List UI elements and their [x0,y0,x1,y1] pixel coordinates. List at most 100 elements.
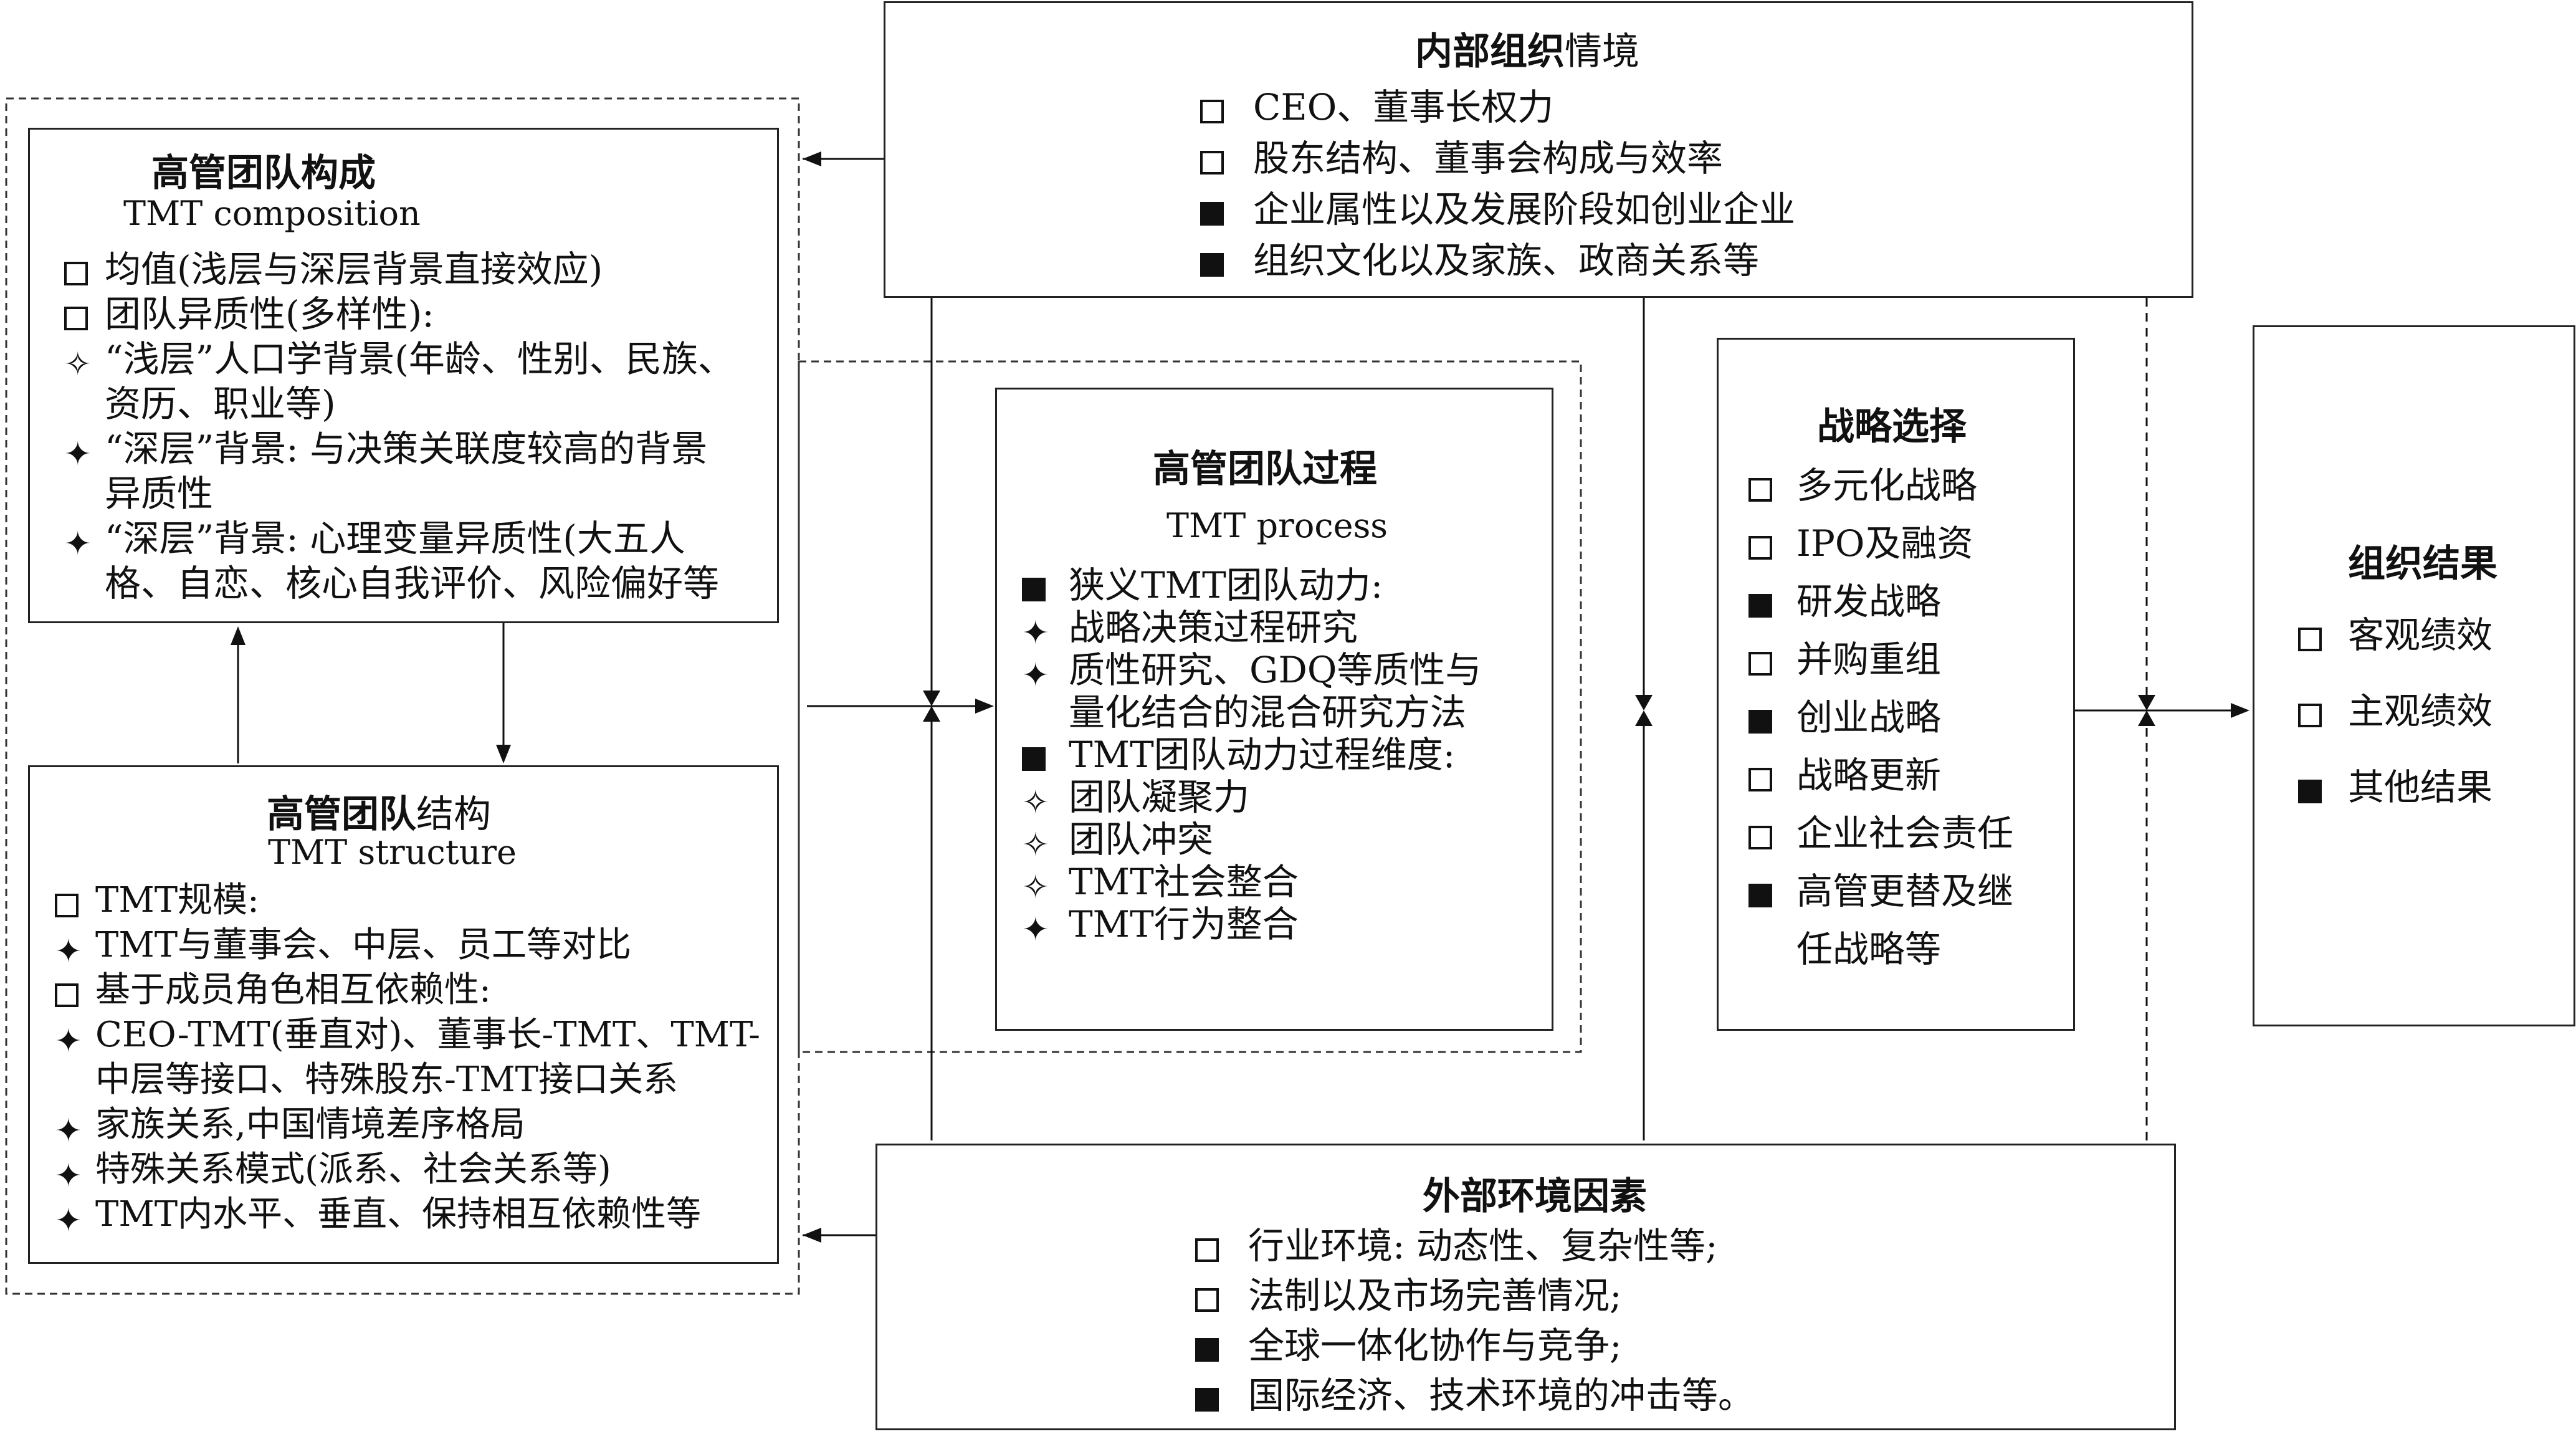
composition-list-item: “深层”背景: 心理变量异质性(大五人 [105,517,685,560]
outcome-bullet [2298,697,2322,733]
external-list-item: 法制以及市场完善情况; [1248,1274,1622,1317]
strategy-bullet [1748,529,1772,565]
open-star-icon: ✧ [1022,784,1049,821]
internal-bullet [1200,93,1224,129]
strategy-list-item: 任战略等 [1796,928,1942,970]
strategy-list-item: 创业战略 [1796,696,1942,739]
external-bullet [1195,1381,1219,1417]
internal-context-box: 内部组织情境 CEO、董事长权力股东结构、董事会构成与效率企业属性以及发展阶段如… [884,1,2193,298]
external-bullet [1195,1281,1219,1317]
structure-list-item: 家族关系,中国情境差序格局 [95,1104,525,1145]
filled-square-icon [2298,780,2322,803]
structure-title-bold: 高管团队 [267,793,416,836]
composition-list-item: “浅层”人口学背景(年龄、性别、民族、 [105,338,734,380]
strategy-bullet [1748,587,1772,623]
process-dashed-group [798,360,1582,1053]
external-list-item: 全球一体化协作与竞争; [1248,1324,1622,1367]
open-square-icon [2298,704,2322,727]
open-star-icon: ✧ [64,346,92,383]
filled-square-icon [1022,578,1046,601]
process-list-item: TMT团队动力过程维度: [1069,734,1456,776]
structure-list-item: TMT内水平、垂直、保持相互依赖性等 [95,1194,702,1235]
filled-star-icon: ✦ [64,525,92,563]
external-env-box: 外部环境因素 行业环境: 动态性、复杂性等; 法制以及市场完善情况; 全球一体化协作… [875,1144,2176,1430]
filled-star-icon: ✦ [1022,614,1049,652]
process-list-item: TMT社会整合 [1069,861,1299,903]
strategy-list-item: 企业社会责任 [1796,812,2014,854]
structure-list-item: TMT规模: [95,880,259,920]
filled-square-icon [1022,747,1046,771]
internal-list-item: 组织文化以及家族、政商关系等 [1253,239,1760,282]
process-bullet [1022,571,1046,607]
composition-bullet [64,300,88,336]
composition-bullet: ✦ [64,434,92,471]
open-square-icon [1748,536,1772,560]
internal-bullet [1200,144,1224,180]
open-square-icon [1200,100,1224,123]
open-square-icon [1200,151,1224,174]
process-list-item: 团队凝聚力 [1069,776,1250,818]
open-star-icon: ✧ [1022,869,1049,906]
open-square-icon [1195,1288,1219,1312]
process-bullet: ✧ [1022,825,1049,861]
structure-list-item: 特殊关系模式(派系、社会关系等) [95,1149,611,1190]
strategy-bullet [1748,819,1772,855]
process-list-item: 狭义TMT团队动力: [1069,564,1383,606]
structure-bullet: ✦ [55,1156,82,1192]
structure-bullet [55,977,79,1013]
structure-list-item: CEO-TMT(垂直对)、董事长-TMT、TMT- [95,1015,761,1055]
external-bullet [1195,1231,1219,1268]
internal-context-title: 内部组织情境 [1415,33,1639,70]
structure-bullet: ✦ [55,1201,82,1237]
external-env-title: 外部环境因素 [1423,1175,1647,1218]
internal-bullet [1200,246,1224,282]
open-square-icon [55,894,79,917]
composition-bullet [64,255,88,291]
process-subtitle: TMT process [1166,506,1388,545]
structure-title-rest: 结构 [416,793,491,836]
strategy-list-item: 研发战略 [1796,580,1942,623]
open-square-icon [2298,628,2322,651]
open-square-icon [1748,652,1772,676]
structure-bullet: ✦ [55,1111,82,1147]
open-square-icon [55,983,79,1007]
filled-star-icon: ✦ [1022,657,1049,694]
filled-square-icon [1195,1338,1219,1362]
process-bullet: ✦ [1022,613,1049,649]
filled-square-icon [1195,1388,1219,1412]
internal-bullet [1200,195,1224,231]
process-list-item: TMT行为整合 [1069,903,1299,945]
open-square-icon [1748,768,1772,791]
external-bullet [1195,1331,1219,1367]
open-square-icon [64,307,88,330]
open-square-icon [1748,478,1772,502]
internal-title-bold: 内部组织 [1415,30,1565,74]
strategy-bullet [1748,761,1772,797]
filled-star-icon: ✦ [55,1023,82,1060]
filled-star-icon: ✦ [55,1157,82,1195]
structure-bullet [55,887,79,923]
internal-list-item: 股东结构、董事会构成与效率 [1253,137,1724,179]
strategy-bullet [1748,471,1772,507]
process-bullet: ✦ [1022,656,1049,692]
composition-bullet: ✦ [64,524,92,560]
process-box: 高管团队过程 TMT process 狭义TMT团队动力:✦战略决策过程研究✦质… [995,388,1553,1031]
structure-list-item: TMT与董事会、中层、员工等对比 [95,925,632,965]
filled-star-icon: ✦ [55,933,82,970]
process-title: 高管团队过程 [1153,447,1377,491]
strategy-list-item: 多元化战略 [1796,464,1978,507]
external-list-item: 行业环境: 动态性、复杂性等; [1248,1225,1718,1267]
composition-list-item: 团队异质性(多样性): [105,293,434,335]
strategy-list-item: 高管更替及继 [1796,870,2014,912]
process-bullet [1022,740,1046,777]
filled-square-icon [1748,594,1772,618]
outcome-list-item: 主观绩效 [2348,690,2493,732]
composition-list-item: 资历、职业等) [105,383,336,425]
open-square-icon [1195,1238,1219,1262]
composition-list-item: 均值(浅层与深层背景直接效应) [105,248,603,290]
process-list-item: 质性研究、GDQ等质性与 [1069,649,1482,691]
filled-square-icon [1748,884,1772,907]
